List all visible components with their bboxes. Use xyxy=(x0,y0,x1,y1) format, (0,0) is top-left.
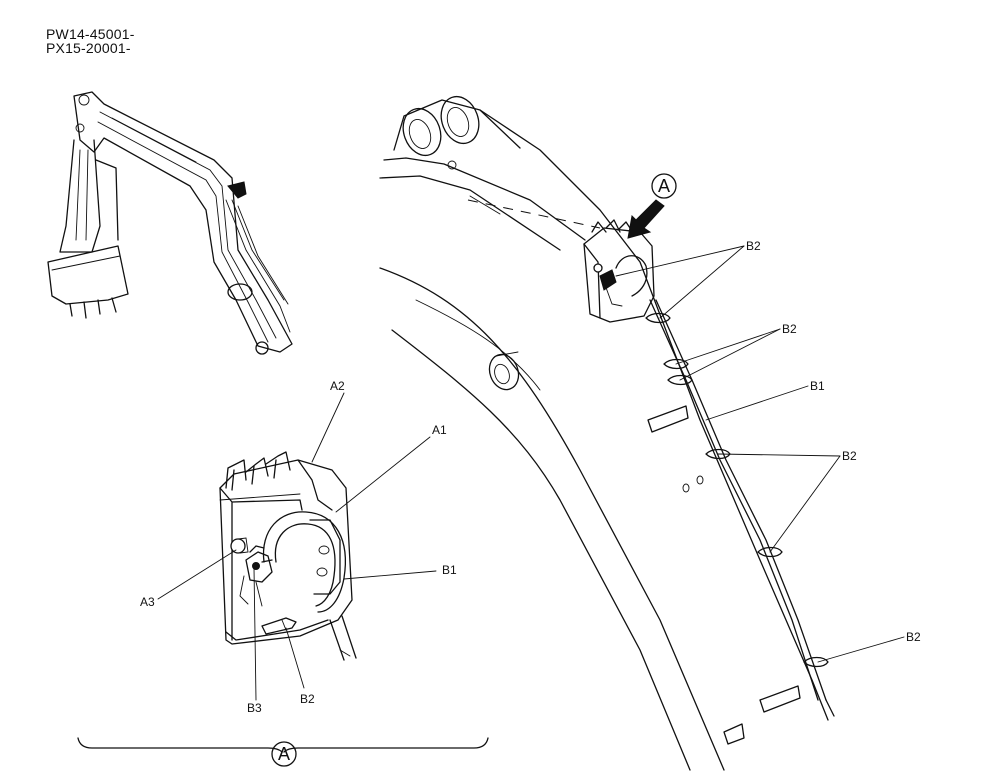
view-a-circle-bottom xyxy=(271,741,297,767)
view-a-circle-top xyxy=(651,173,677,199)
label-b3: B3 xyxy=(247,701,262,715)
label-a1: A1 xyxy=(432,423,447,437)
label-b2-upper: B2 xyxy=(782,322,797,336)
detail-labels: A2 A1 A3 B1 B3 B2 xyxy=(140,379,457,715)
label-b2-detail: B2 xyxy=(300,692,315,706)
view-a-letter-top: A xyxy=(658,176,670,196)
serial-range-2: PX15-20001- xyxy=(46,40,131,56)
label-b2-top: B2 xyxy=(746,239,761,253)
label-b1-boom: B1 xyxy=(810,379,825,393)
boom-leader-lines xyxy=(615,245,905,663)
label-b2-bottom: B2 xyxy=(906,630,921,644)
label-a3: A3 xyxy=(140,595,155,609)
overview-excavator-arm xyxy=(47,91,293,355)
view-a-letter-bottom: A xyxy=(278,744,290,764)
boom-labels: B2 B2 B1 B2 B2 xyxy=(746,239,921,644)
label-a2: A2 xyxy=(330,379,345,393)
view-a-bracket: A xyxy=(77,737,489,767)
serial-range-1: PW14-45001- xyxy=(46,26,135,42)
detail-leader-lines xyxy=(157,392,437,701)
label-b2-middle: B2 xyxy=(842,449,857,463)
label-b1-detail: B1 xyxy=(442,563,457,577)
detail-view-valve-block xyxy=(219,451,357,661)
boom-view: A xyxy=(379,95,835,771)
